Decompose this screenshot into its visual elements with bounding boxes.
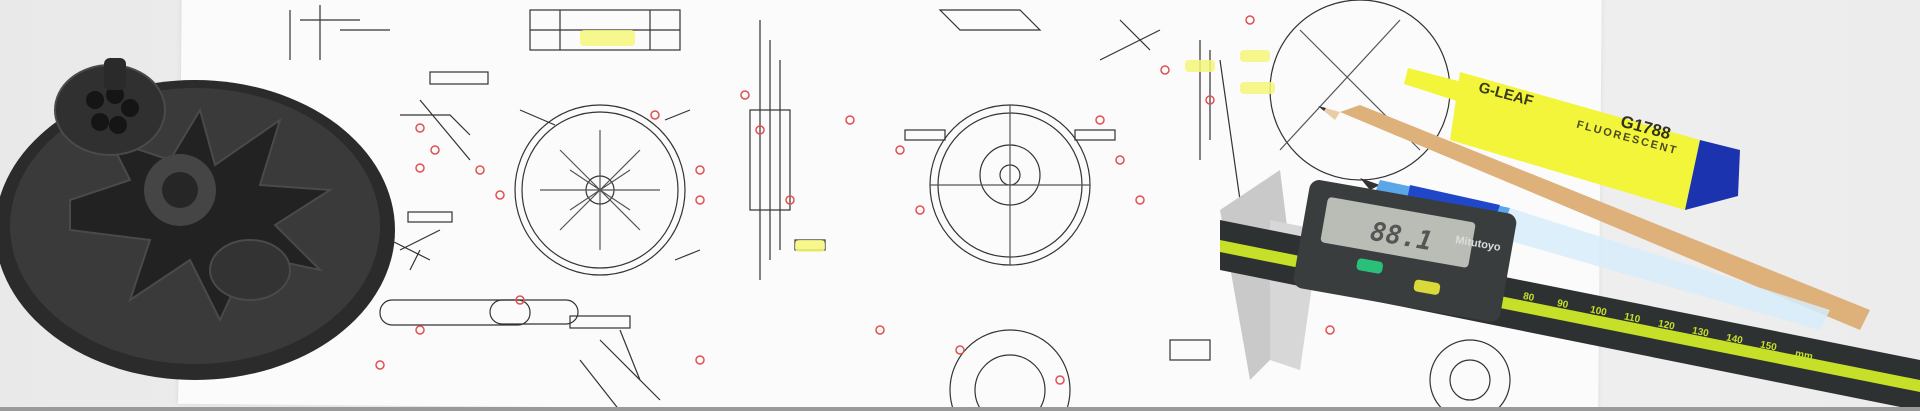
bottom-edge xyxy=(0,407,1920,411)
scale-mark-80: 80 xyxy=(1521,290,1536,305)
caliper xyxy=(1220,170,1920,411)
highlighter xyxy=(1404,68,1740,210)
scale-mark-90: 90 xyxy=(1555,297,1570,312)
plastic-part xyxy=(0,58,395,380)
pencil xyxy=(1318,105,1870,330)
